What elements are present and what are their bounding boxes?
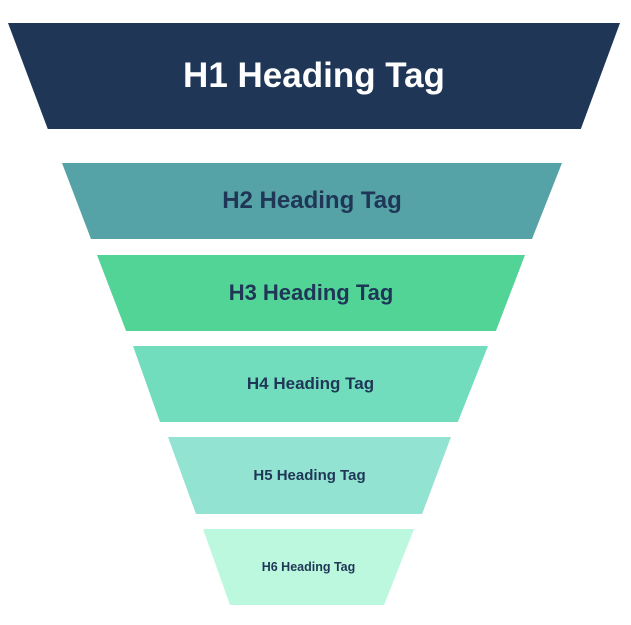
funnel-level-h3: H3 Heading Tag (97, 255, 525, 331)
funnel-label-h3: H3 Heading Tag (228, 280, 394, 305)
funnel-label-h2: H2 Heading Tag (222, 187, 402, 214)
funnel-level-h4: H4 Heading Tag (133, 346, 488, 422)
funnel-label-h1: H1 Heading Tag (183, 56, 445, 95)
funnel-level-h1: H1 Heading Tag (8, 23, 620, 129)
funnel-label-h5: H5 Heading Tag (253, 467, 366, 484)
funnel-level-h2: H2 Heading Tag (62, 163, 562, 239)
funnel-level-h5: H5 Heading Tag (168, 437, 451, 514)
funnel-level-h6: H6 Heading Tag (203, 529, 414, 605)
funnel-label-h4: H4 Heading Tag (246, 374, 375, 393)
funnel-label-h6: H6 Heading Tag (261, 560, 356, 574)
